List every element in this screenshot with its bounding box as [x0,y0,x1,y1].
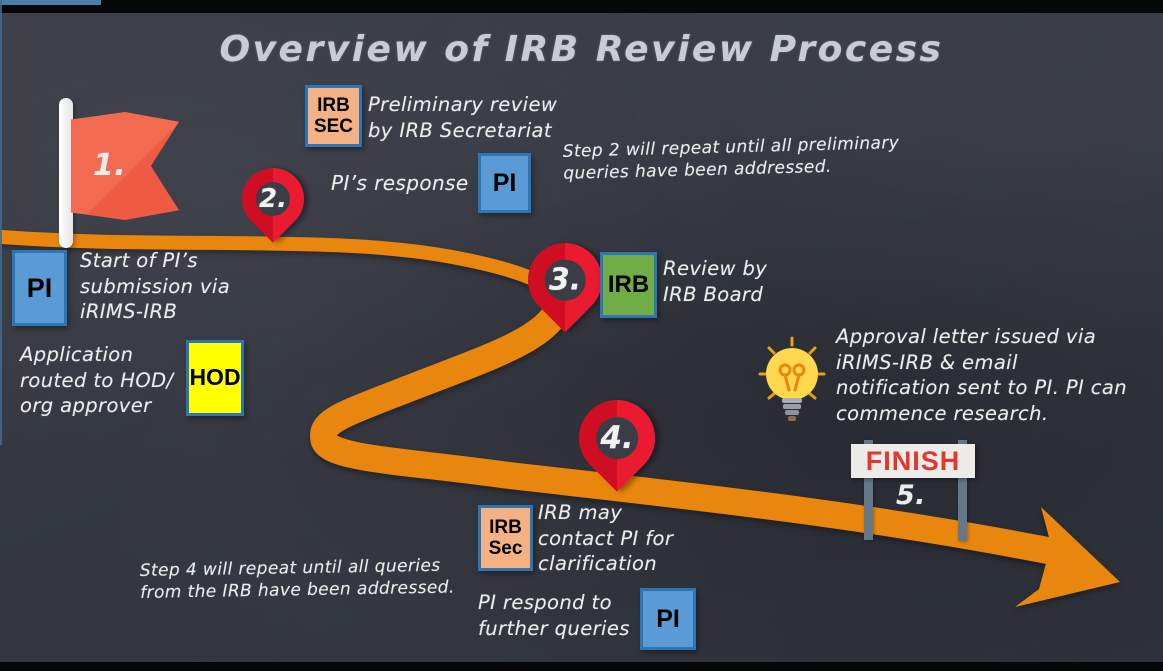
step4-repeat-note: Step 4 will repeat until all queries fro… [139,555,455,604]
actor-box-pi-step2: PI [478,153,531,213]
step5-description: Approval letter issued via iRIMS-IRB & e… [836,325,1128,426]
location-pin-step4: 4. [563,384,671,492]
step2-description: Preliminary review by IRB Secretariat [368,93,558,142]
finish-label: FINISH [865,445,961,476]
finish-post-right [958,440,967,541]
pin-circle: 2. [255,181,291,217]
step4-number: 4. [600,419,634,456]
left-edge-line [0,0,2,445]
step5-number: 5. [896,480,926,511]
actor-box-hod: HOD [186,340,244,416]
actor-box-pi-start: PI [12,250,67,326]
top-left-blue-strip [0,0,101,5]
pin-circle: 3. [544,259,586,301]
location-pin-step3: 3. [512,227,618,333]
finish-banner: FINISH [851,444,975,478]
step2-repeat-note: Step 2 will repeat until all preliminary… [562,133,900,185]
step4-description: IRB may contact PI for clarification [538,501,674,576]
finish-post-left [864,440,873,540]
lightbulb-icon [758,336,826,421]
actor-label: IRB SEC [313,94,354,137]
step3-description: Review by IRB Board [663,257,768,306]
actor-label: PI [656,605,680,633]
step3-number: 3. [548,262,582,298]
step1-number: 1. [93,148,127,184]
step4-response-label: PI respond to further queries [478,591,630,640]
actor-label: PI [492,169,517,197]
actor-box-pi-step4: PI [640,588,696,650]
step1-description: Start of PI’s submission via iRIMS-IRB [80,249,231,324]
actor-label: IRB [607,270,650,298]
actor-label: IRB Sec [488,516,523,559]
actor-box-irb-step3: IRB [600,252,657,318]
step2-response-label: PI’s response [331,171,469,195]
actor-label: HOD [189,364,241,391]
actor-box-irb-sec-step4: IRB Sec [478,505,533,571]
location-pin-step2: 2. [229,155,317,243]
flag-pole [59,98,73,248]
page-title: Overview of IRB Review Process [219,29,944,70]
step1-routing-text: Application routed to HOD/ org approver [20,343,174,418]
actor-label: PI [26,272,53,303]
pin-circle: 4. [596,417,638,459]
road-arrowhead-icon [1015,507,1120,607]
road-segment-bottom [310,286,1064,565]
actor-box-irb-sec-step2: IRB SEC [305,85,362,147]
bottom-black-bar [0,662,1163,671]
step2-number: 2. [259,184,287,214]
top-black-bar [0,0,1163,13]
